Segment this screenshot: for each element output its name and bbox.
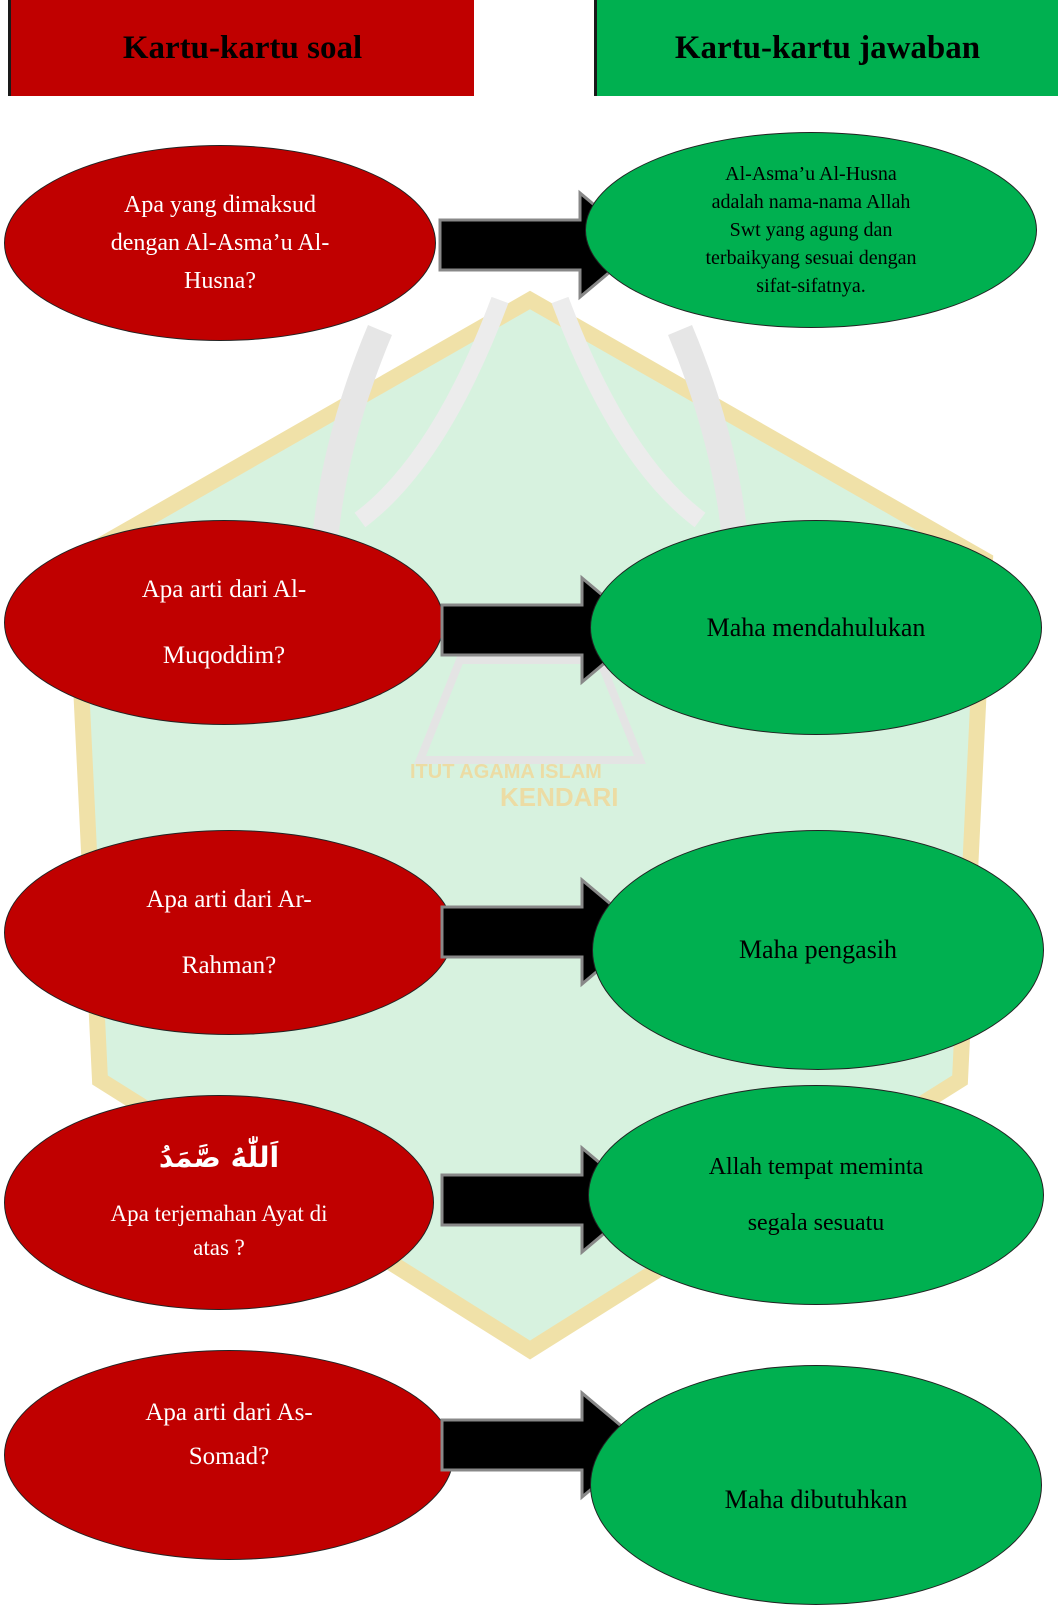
- answer-card-5: Maha dibutuhkan: [590, 1365, 1042, 1605]
- question-text: Apa yang dimaksud: [124, 192, 316, 218]
- question-card-2: Apa arti dari Al- Muqoddim?: [4, 520, 444, 725]
- answer-text: Swt yang agung dan: [729, 219, 893, 241]
- question-text: Apa arti dari As-: [145, 1399, 313, 1426]
- answer-text: Al-Asma’u Al-Husna: [725, 163, 897, 185]
- question-text: Apa terjemahan Ayat di: [110, 1200, 328, 1226]
- answers-header: Kartu-kartu jawaban: [594, 0, 1058, 96]
- question-arabic-verse: اَللّٰهُ صَّمَدُ: [158, 1140, 280, 1174]
- question-text: Apa arti dari Ar-: [146, 885, 312, 913]
- questions-header-label: Kartu-kartu soal: [122, 29, 363, 66]
- answer-text: segala sesuatu: [747, 1210, 885, 1236]
- question-text: Rahman?: [181, 951, 277, 979]
- answer-card-3: Maha pengasih: [592, 830, 1044, 1070]
- answer-card-2: Maha mendahulukan: [590, 520, 1042, 735]
- answers-header-label: Kartu-kartu jawaban: [674, 29, 981, 66]
- question-text: Somad?: [188, 1443, 270, 1470]
- question-text: atas ?: [193, 1234, 245, 1260]
- answer-card-1: Al-Asma’u Al-Husna adalah nama-nama Alla…: [585, 132, 1037, 328]
- question-card-1: Apa yang dimaksud dengan Al-Asma’u Al- H…: [4, 145, 436, 341]
- answer-text: sifat-sifatnya.: [756, 275, 866, 297]
- question-card-5: Apa arti dari As- Somad?: [4, 1350, 454, 1560]
- question-card-4: اَللّٰهُ صَّمَدُ Apa terjemahan Ayat di …: [4, 1095, 434, 1310]
- question-text: Apa arti dari Al-: [141, 575, 307, 603]
- question-text: Muqoddim?: [162, 641, 286, 669]
- question-text: dengan Al-Asma’u Al-: [110, 230, 330, 256]
- watermark-arc-text: ITUT AGAMA ISLAM: [410, 761, 602, 783]
- question-text: Husna?: [184, 268, 256, 294]
- watermark-city: KENDARI: [500, 782, 618, 812]
- answer-card-4: Allah tempat meminta segala sesuatu: [588, 1085, 1044, 1305]
- question-card-3: Apa arti dari Ar- Rahman?: [4, 830, 454, 1035]
- answer-text: Maha dibutuhkan: [724, 1485, 908, 1514]
- answer-text: terbaikyang sesuai dengan: [705, 247, 917, 269]
- answer-text: Allah tempat meminta: [708, 1154, 924, 1180]
- answer-text: Maha mendahulukan: [706, 612, 926, 642]
- answer-text: Maha pengasih: [738, 935, 898, 964]
- questions-header: Kartu-kartu soal: [8, 0, 474, 96]
- answer-text: adalah nama-nama Allah: [711, 191, 911, 213]
